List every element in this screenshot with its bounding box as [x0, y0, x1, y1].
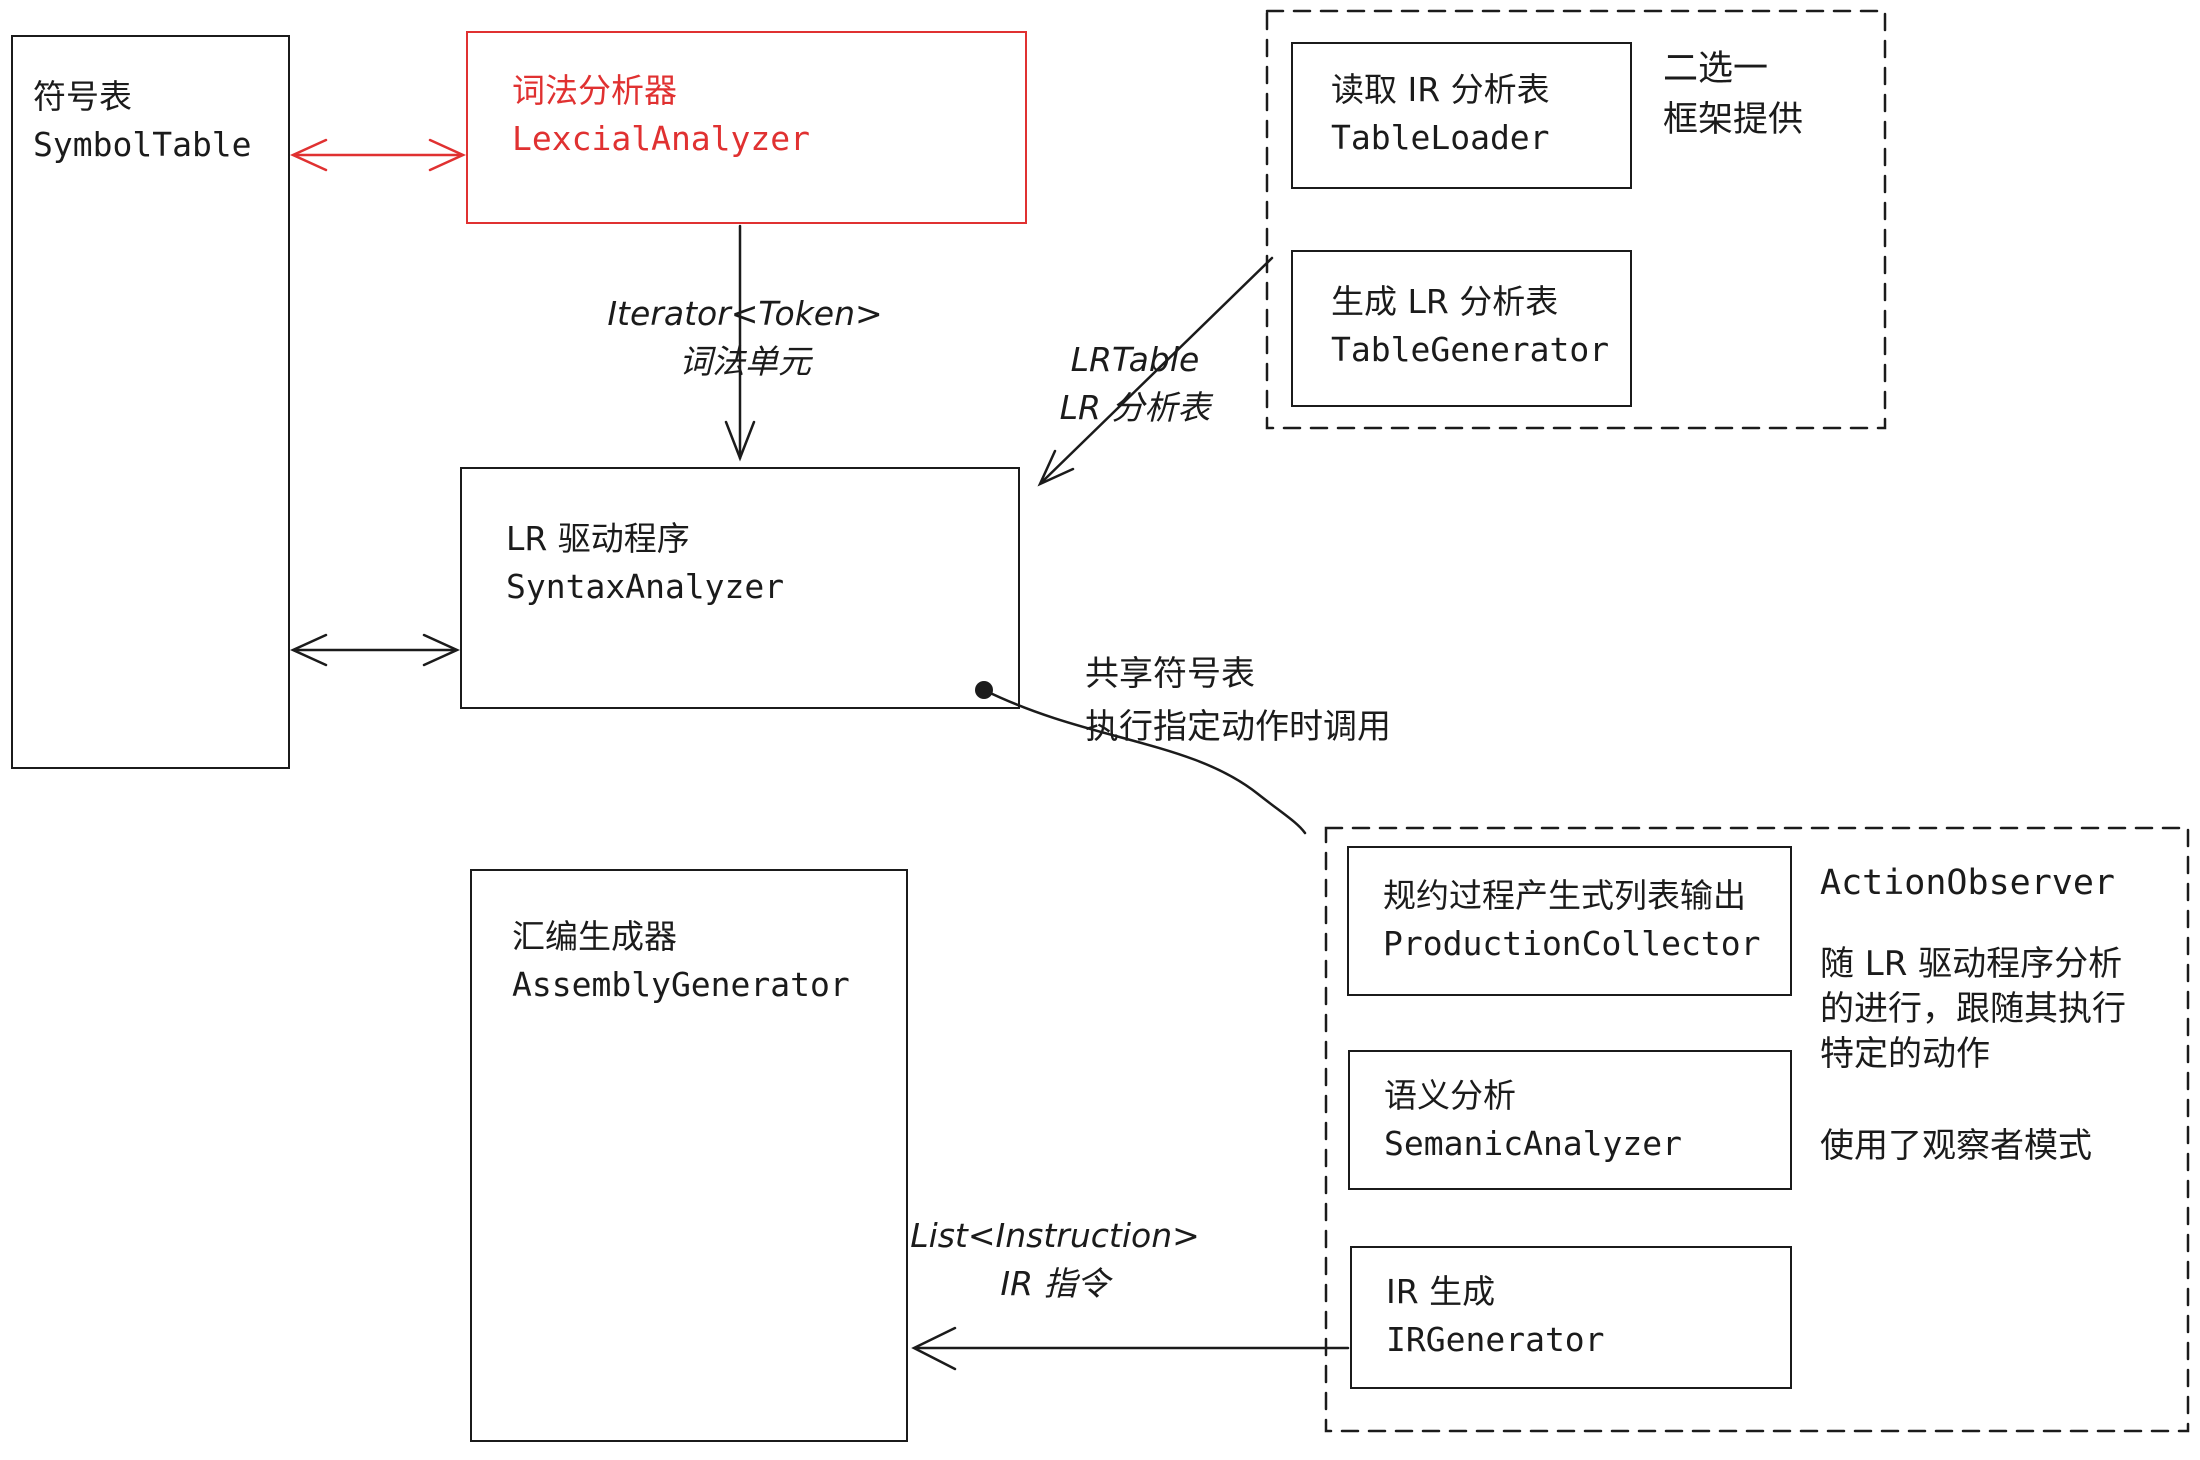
lexical-analyzer-box: 词法分析器 LexcialAnalyzer — [466, 31, 1027, 224]
list-instruction-line2: IR 指令 — [1000, 1263, 1110, 1303]
lexical-analyzer-label-code: LexcialAnalyzer — [512, 118, 811, 158]
lr-table-line1: LRTable — [1070, 340, 1200, 379]
table-generator-label-zh: 生成 LR 分析表 — [1331, 282, 1559, 321]
action-observer-desc: 随 LR 驱动程序分析 的进行，跟随其执行 特定的动作 — [1820, 942, 2126, 1078]
iterator-token-line2: 词法单元 — [679, 341, 811, 381]
list-instruction-line1: List<Instruction> — [910, 1216, 1200, 1255]
lr-table-line2: LR 分析表 — [1059, 387, 1211, 427]
iterator-token-label: Iterator<Token> 词法单元 — [555, 290, 935, 386]
symbol-table-box: 符号表 SymbolTable — [11, 35, 290, 769]
share-symbol-label: 共享符号表 执行指定动作时调用 — [1085, 648, 1391, 753]
choose-one-line2: 框架提供 — [1663, 99, 1804, 140]
table-loader-box: 读取 IR 分析表 TableLoader — [1291, 42, 1632, 189]
syntax-analyzer-label-zh: LR 驱动程序 — [506, 519, 690, 558]
semantic-analyzer-box: 语义分析 SemanicAnalyzer — [1348, 1050, 1792, 1190]
lexical-analyzer-label-zh: 词法分析器 — [512, 71, 677, 110]
production-collector-box: 规约过程产生式列表输出 ProductionCollector — [1347, 846, 1792, 996]
table-loader-label-code: TableLoader — [1331, 117, 1550, 157]
table-generator-box: 生成 LR 分析表 TableGenerator — [1291, 250, 1632, 407]
assembly-generator-label-zh: 汇编生成器 — [512, 917, 677, 956]
lr-table-label: LRTable LR 分析表 — [1030, 336, 1240, 432]
production-collector-label-zh: 规约过程产生式列表输出 — [1383, 876, 1746, 915]
semantic-analyzer-label-zh: 语义分析 — [1384, 1076, 1516, 1115]
choose-one-line1: 二选一 — [1663, 49, 1769, 89]
table-loader-label-zh: 读取 IR 分析表 — [1331, 70, 1550, 109]
assembly-generator-box: 汇编生成器 AssemblyGenerator — [470, 869, 908, 1442]
symbol-table-label-code: SymbolTable — [33, 124, 252, 164]
choose-one-label: 二选一 框架提供 — [1663, 44, 1803, 146]
action-observer-title: ActionObserver — [1820, 863, 2116, 903]
semantic-analyzer-label-code: SemanicAnalyzer — [1384, 1123, 1683, 1163]
action-observer-desc-line2: 的进行，跟随其执行 — [1820, 989, 2126, 1030]
ir-generator-label-zh: IR 生成 — [1386, 1272, 1496, 1311]
share-symbol-line2: 执行指定动作时调用 — [1085, 706, 1391, 747]
list-instruction-label: List<Instruction> IR 指令 — [890, 1212, 1220, 1308]
action-observer-note: 使用了观察者模式 — [1820, 1126, 2092, 1166]
ir-generator-box: IR 生成 IRGenerator — [1350, 1246, 1792, 1389]
arrow-symboltable-lexical — [289, 138, 467, 172]
action-observer-desc-line1: 随 LR 驱动程序分析 — [1820, 944, 2123, 984]
action-observer-desc-line3: 特定的动作 — [1820, 1034, 1990, 1075]
symbol-table-label-zh: 符号表 — [33, 77, 132, 116]
syntax-analyzer-box: LR 驱动程序 SyntaxAnalyzer — [460, 467, 1020, 709]
syntax-analyzer-label-code: SyntaxAnalyzer — [506, 566, 785, 606]
arrow-symboltable-syntax — [289, 633, 461, 667]
arrow-irgenerator-assembly — [911, 1326, 1350, 1371]
assembly-generator-label-code: AssemblyGenerator — [512, 964, 850, 1004]
ir-generator-label-code: IRGenerator — [1386, 1319, 1605, 1359]
share-symbol-line1: 共享符号表 — [1085, 654, 1255, 694]
iterator-token-line1: Iterator<Token> — [607, 294, 883, 333]
table-generator-label-code: TableGenerator — [1331, 329, 1610, 369]
production-collector-label-code: ProductionCollector — [1383, 923, 1761, 963]
